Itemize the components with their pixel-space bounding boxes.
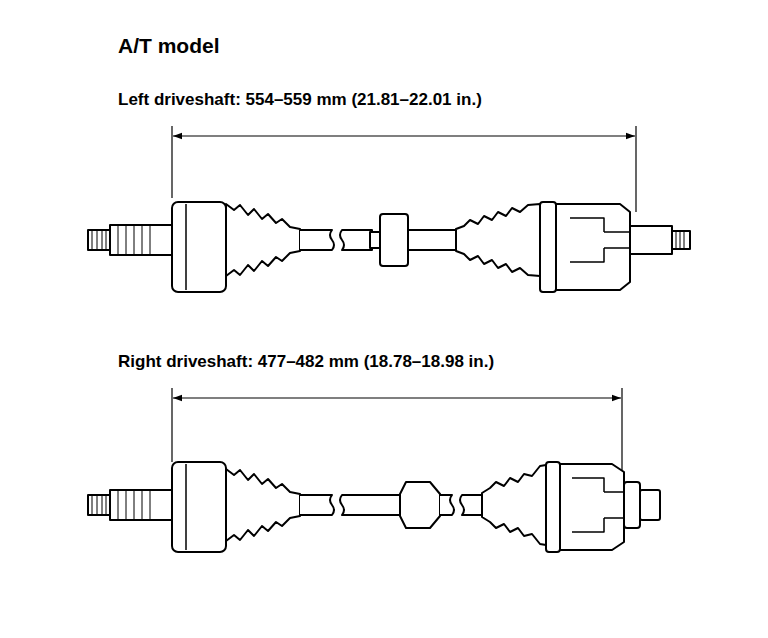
outer-cv-joint — [172, 462, 226, 552]
inner-boot — [456, 204, 540, 276]
spline-shaft — [110, 225, 172, 255]
spline-shaft — [110, 490, 172, 520]
inner-joint-housing — [546, 462, 560, 552]
inner-joint-housing — [556, 204, 630, 290]
extension-line — [171, 388, 172, 462]
dimension-line — [173, 135, 635, 136]
dimension-line — [173, 397, 621, 398]
shaft — [408, 230, 458, 250]
figure-title: A/T model — [118, 34, 220, 58]
spline-stub — [88, 230, 110, 250]
inner-stub — [640, 490, 660, 520]
spline-shaft — [630, 226, 672, 254]
spline-stub — [672, 231, 690, 249]
dimension-label: Right driveshaft: 477–482 mm (18.78–18.9… — [118, 352, 494, 372]
dynamic-damper — [380, 214, 408, 266]
inner-boot — [482, 465, 546, 545]
damper-collar — [370, 232, 380, 248]
extension-line — [635, 126, 636, 212]
spline-stub — [88, 495, 110, 515]
shaft — [300, 230, 334, 250]
dimension-label: Left driveshaft: 554–559 mm (21.81–22.01… — [118, 90, 482, 110]
outer-boot — [226, 204, 300, 276]
extension-line — [171, 126, 172, 198]
dynamic-damper — [400, 482, 440, 528]
inner-joint-housing — [540, 202, 556, 292]
shaft — [460, 495, 484, 515]
inner-joint-housing — [560, 464, 624, 550]
shaft — [300, 495, 334, 515]
shaft — [440, 495, 454, 515]
left-driveshaft — [88, 126, 690, 292]
extension-line — [621, 388, 622, 470]
outer-cv-joint — [172, 202, 226, 292]
inner-collar — [624, 482, 640, 528]
outer-boot — [226, 469, 300, 541]
shaft — [340, 495, 402, 515]
shaft — [340, 230, 372, 250]
right-driveshaft — [88, 388, 660, 552]
